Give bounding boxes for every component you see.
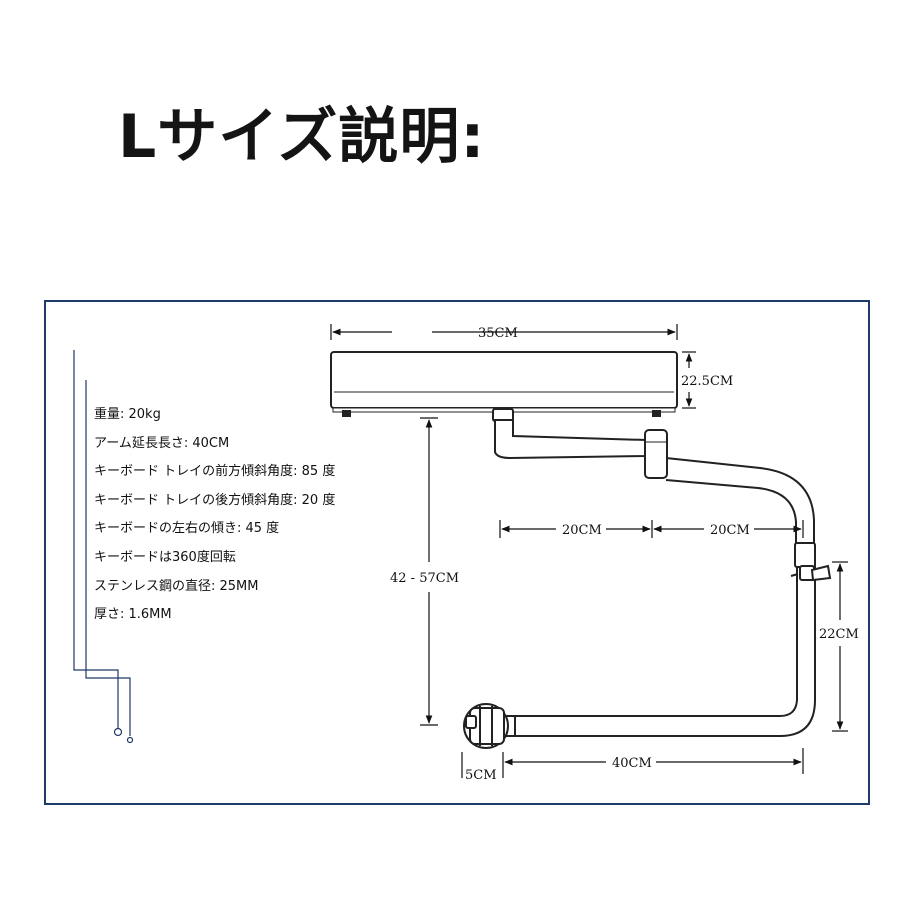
dim-vertical-post: 22CM [819, 627, 859, 642]
spec-thickness: 厚さ: 1.6MM [94, 607, 172, 623]
dim-height-range: 42 - 57CM [390, 571, 459, 586]
keyboard-tray [330, 351, 678, 417]
dimension-lines [330, 324, 848, 778]
spec-weight: 重量: 20kg [94, 407, 161, 422]
page-title: Lサイズ説明: [118, 102, 486, 172]
spec-back-tilt: キーボード トレイの後方傾斜角度: 20 度 [94, 492, 336, 508]
spec-rotation: キーボードは360度回転 [94, 549, 236, 565]
dim-arm-segment-right: 20CM [710, 523, 750, 538]
main-arm [665, 457, 815, 543]
upper-swing-arm [492, 408, 668, 479]
spec-list: 重量: 20kg アーム延長長さ: 40CM キーボード トレイの前方傾斜角度:… [94, 402, 335, 631]
decorative-accent-lines [73, 350, 134, 744]
spec-arm-length: アーム延長長さ: 40CM [94, 435, 230, 451]
lower-post [514, 542, 832, 737]
dim-tray-height: 22.5CM [681, 374, 733, 389]
dim-base-arm: 40CM [612, 756, 652, 771]
spec-front-tilt: キーボード トレイの前方傾斜角度: 85 度 [94, 464, 336, 480]
dim-clamp-width: 5CM [465, 768, 497, 783]
dim-tray-width: 35CM [478, 326, 518, 341]
dim-arm-segment-left: 20CM [562, 523, 602, 538]
diagram-frame [44, 300, 870, 805]
spec-side-tilt: キーボードの左右の傾き: 45 度 [94, 521, 280, 537]
desk-clamp [463, 703, 515, 749]
spec-tube-diameter: ステンレス鋼の直径: 25MM [94, 578, 259, 594]
